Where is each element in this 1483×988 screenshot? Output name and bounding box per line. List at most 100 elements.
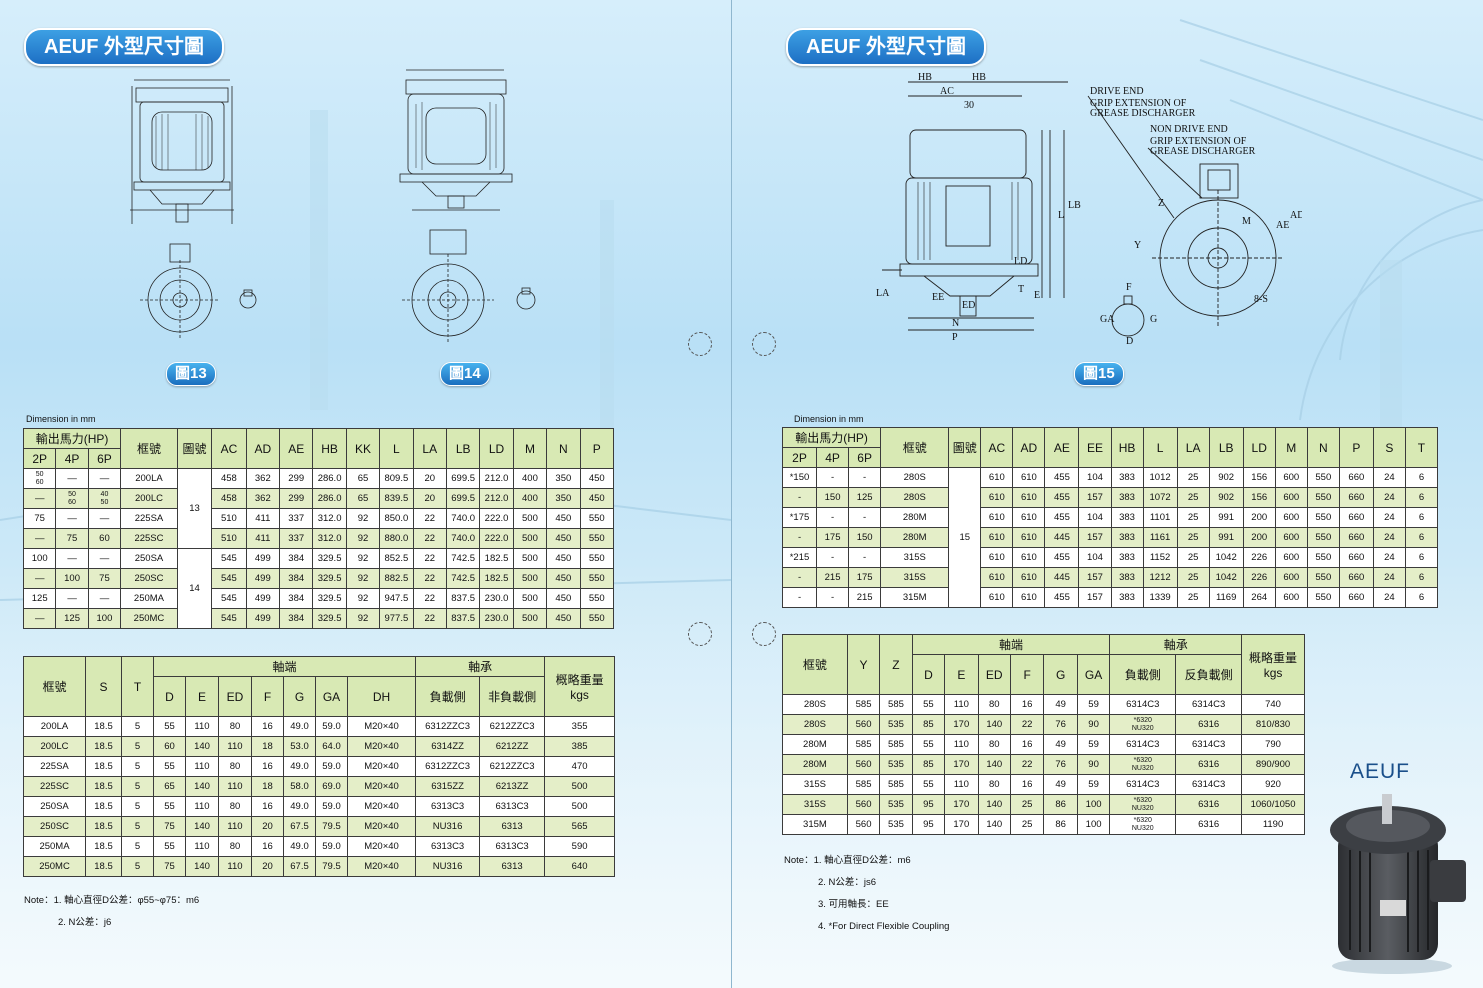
hp-cell: 125 xyxy=(848,487,882,508)
hp-cell: - xyxy=(816,467,850,488)
col-header: N xyxy=(546,428,581,469)
value-cell: 5 xyxy=(121,856,154,877)
value-cell: 500 xyxy=(512,608,548,629)
value-cell: 383 xyxy=(1110,507,1144,528)
value-cell: 384 xyxy=(279,548,314,569)
value-cell: 212.0 xyxy=(479,488,514,509)
hp-header: 輸出馬力(HP) xyxy=(781,427,882,448)
col-header: DH xyxy=(346,676,417,717)
col-header: T xyxy=(1404,427,1439,468)
value-cell: 59 xyxy=(1076,774,1111,795)
value-cell: 500 xyxy=(512,508,548,529)
value-cell: 16 xyxy=(251,796,284,817)
value-cell: 69.0 xyxy=(315,776,348,797)
value-cell: 920 xyxy=(1241,774,1305,795)
value-cell: 6314C3 xyxy=(1175,774,1243,795)
value-cell: 740.0 xyxy=(445,528,481,549)
drawing-label: E xyxy=(1034,290,1040,301)
page-fold xyxy=(731,0,732,988)
hp-4p-header: 4P xyxy=(55,448,89,469)
value-cell: 902 xyxy=(1208,467,1244,488)
value-cell: 610 xyxy=(980,467,1014,488)
hp-cell: 150 xyxy=(816,487,850,508)
value-cell: 500 xyxy=(544,776,616,797)
value-cell: 110 xyxy=(944,774,979,795)
fig-header: 圖號 xyxy=(176,428,213,469)
value-cell: 5 xyxy=(121,816,154,837)
value-cell: 100 xyxy=(1076,794,1111,815)
value-cell: 550 xyxy=(1306,487,1340,508)
value-cell: 585 xyxy=(879,734,913,755)
value-cell: 6313 xyxy=(479,816,546,837)
drawing-label: GREASE DISCHARGER xyxy=(1090,108,1196,119)
value-cell: 140 xyxy=(185,776,219,797)
value-cell: 400 xyxy=(512,488,548,509)
hp-cell: - xyxy=(781,587,818,608)
col-header: HB xyxy=(1110,427,1144,468)
drawing-label: GA xyxy=(1100,314,1115,325)
value-cell: 104 xyxy=(1078,467,1112,488)
value-cell: 104 xyxy=(1078,507,1112,528)
value-cell: 610 xyxy=(1012,527,1046,548)
value-cell: 20 xyxy=(251,856,284,877)
value-cell: 230.0 xyxy=(479,588,514,609)
frame-cell: 200LA xyxy=(23,716,86,737)
frame-cell: 315M xyxy=(880,587,950,608)
hp-cell: 215 xyxy=(848,587,882,608)
value-cell: 6 xyxy=(1404,487,1439,508)
figure-14-drawing xyxy=(399,69,536,344)
value-cell: 20 xyxy=(251,816,284,837)
value-cell: 550 xyxy=(579,568,615,589)
value-cell: 6313C3 xyxy=(415,836,481,857)
value-cell: 226 xyxy=(1242,567,1276,588)
value-cell: 880.0 xyxy=(379,528,414,549)
col-header: AE xyxy=(279,428,314,469)
frame-cell: 315S xyxy=(880,547,950,568)
value-cell: 25 xyxy=(1009,814,1045,835)
col-header: D xyxy=(911,654,946,695)
drawing-label: LA xyxy=(876,288,890,299)
value-cell: 25 xyxy=(1176,487,1210,508)
value-cell: 59.0 xyxy=(315,796,348,817)
value-cell: 6 xyxy=(1404,467,1439,488)
col-header: AC xyxy=(980,427,1014,468)
col-header: G xyxy=(283,676,316,717)
value-cell: 1152 xyxy=(1142,547,1178,568)
value-cell: 660 xyxy=(1338,547,1374,568)
value-cell: 585 xyxy=(846,774,881,795)
value-cell: 458 xyxy=(211,468,247,489)
value-cell: 6212ZZ xyxy=(479,736,546,757)
hp-cell: 60 xyxy=(87,528,122,549)
registration-mark xyxy=(688,332,712,356)
value-cell: 445 xyxy=(1044,567,1080,588)
value-cell: 230.0 xyxy=(479,608,514,629)
col-header: L xyxy=(379,428,414,469)
value-cell: 6313C3 xyxy=(479,836,546,857)
value-cell: 385 xyxy=(544,736,616,757)
value-cell: 383 xyxy=(1110,547,1144,568)
col-header: M xyxy=(512,428,548,469)
value-cell: 76 xyxy=(1043,714,1078,735)
value-cell: 6313C3 xyxy=(479,796,546,817)
figure-15-label: 圖15 xyxy=(1074,362,1124,386)
col-header: KK xyxy=(345,428,381,469)
value-cell: 6314C3 xyxy=(1175,694,1243,715)
value-cell: 837.5 xyxy=(445,588,481,609)
value-cell: 16 xyxy=(251,756,284,777)
value-cell: 660 xyxy=(1338,527,1374,548)
col-header: LD xyxy=(479,428,514,469)
value-cell: M20×40 xyxy=(346,816,417,837)
value-cell: 24 xyxy=(1372,527,1406,548)
value-cell: 329.5 xyxy=(312,608,347,629)
frame-header: 框號 xyxy=(120,428,178,469)
value-cell: 312.0 xyxy=(312,508,347,529)
value-cell: 337 xyxy=(279,528,314,549)
value-cell: 80 xyxy=(218,756,252,777)
value-cell: 67.5 xyxy=(283,816,316,837)
